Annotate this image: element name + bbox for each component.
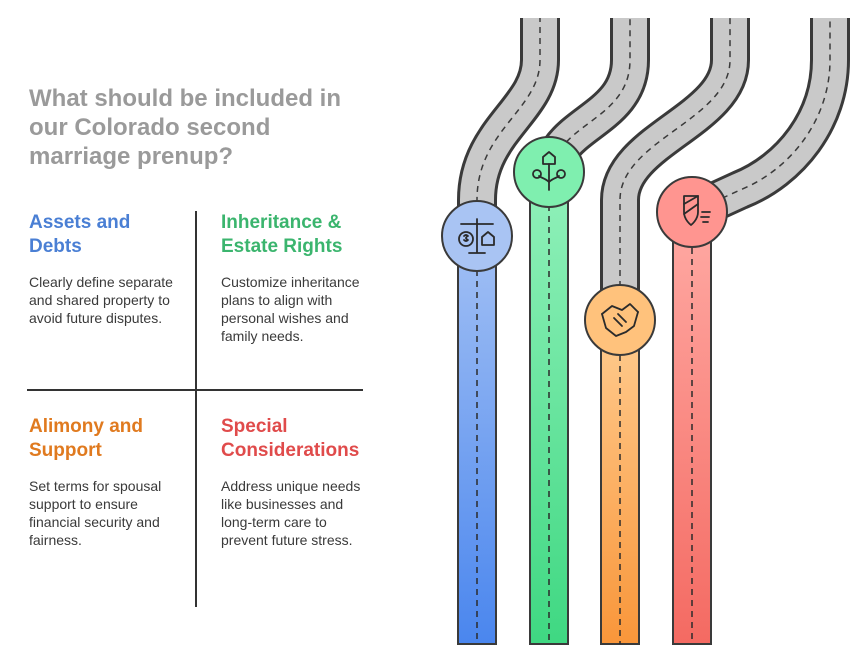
quadrant-alimony: Alimony and Support Set terms for spousa… [29, 415, 179, 549]
scales-money-house-icon [441, 200, 513, 272]
vertical-divider [195, 211, 197, 607]
grey-road-3 [600, 18, 750, 320]
quadrant-body: Clearly define separate and shared prope… [29, 274, 173, 326]
quadrant-body: Set terms for spousal support to ensure … [29, 478, 162, 548]
lane-blue [457, 235, 497, 645]
shield-protection-icon [656, 176, 728, 248]
handshake-icon [584, 284, 656, 356]
horizontal-divider [27, 389, 363, 391]
quadrant-heading: Special Considerations [221, 416, 360, 461]
grey-road-1 [457, 18, 560, 236]
page-title: What should be included in our Colorado … [29, 85, 341, 170]
quadrant-body: Customize inheritance plans to align wit… [221, 274, 360, 344]
quadrant-heading: Alimony and Support [29, 416, 144, 461]
lane-green [529, 171, 569, 645]
lane-red [672, 211, 712, 645]
quadrant-heading: Inheritance & Estate Rights [221, 212, 343, 257]
quadrant-assets-debts: Assets and Debts Clearly define separate… [29, 211, 179, 327]
lane-orange [600, 319, 640, 645]
quadrant-inheritance: Inheritance & Estate Rights Customize in… [221, 211, 366, 345]
grey-road-4 [683, 18, 850, 231]
quadrant-special: Special Considerations Address unique ne… [221, 415, 366, 549]
quadrant-body: Address unique needs like businesses and… [221, 478, 361, 548]
quadrant-heading: Assets and Debts [29, 212, 131, 257]
house-growth-icon [513, 136, 585, 208]
